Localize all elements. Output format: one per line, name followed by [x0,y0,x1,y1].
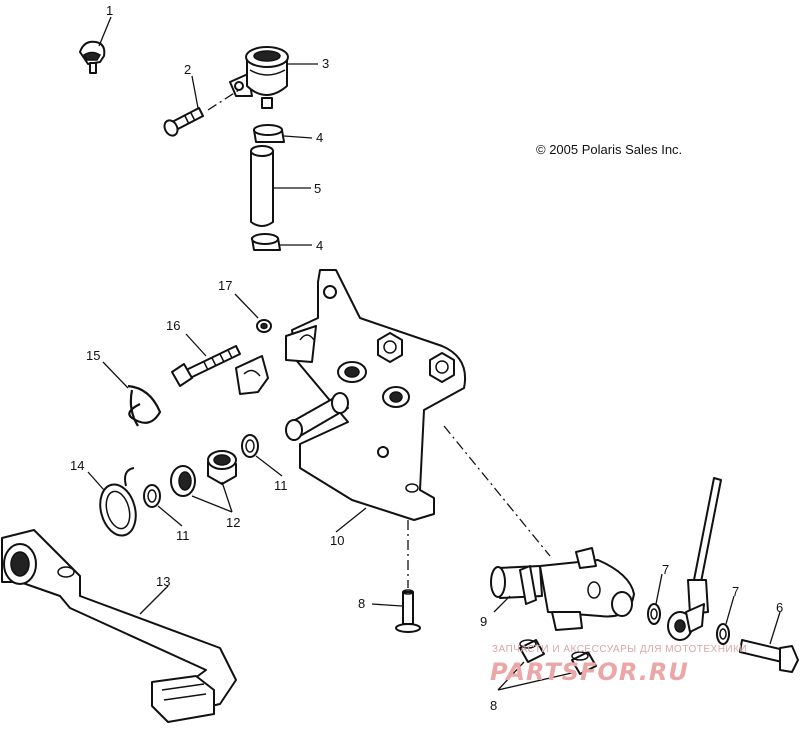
callout-2: 2 [184,62,191,77]
part-15-spring-clip [127,384,162,427]
part-9-master-cylinder [490,547,635,631]
part-8-pin-lower-right [571,651,597,675]
leader-lines [87,16,781,691]
part-12-bushing-outer [170,465,196,497]
callout-5: 5 [314,181,321,196]
callout-4-upper: 4 [316,130,323,145]
part-5-hose [250,145,274,227]
part-1-clip [79,40,106,74]
centerline-2-3 [207,87,243,111]
part-13-brake-pedal [1,529,237,723]
watermark-tagline: ЗАПЧАСТИ И АКСЕССУАРЫ ДЛЯ МОТОТЕХНИКИ [492,644,747,655]
callout-15: 15 [86,348,100,363]
copyright-notice: © 2005 Polaris Sales Inc. [536,142,682,157]
watermark: ЗАПЧАСТИ И АКСЕССУАРЫ ДЛЯ МОТОТЕХНИКИ PA… [490,644,747,686]
callout-14: 14 [70,458,84,473]
callout-4-lower: 4 [316,238,323,253]
part-8-pin-lower-left [519,639,545,663]
callout-12: 12 [226,515,240,530]
callout-labels: 1 2 3 4 5 4 17 16 15 14 11 12 11 10 13 8… [70,3,783,713]
callout-1: 1 [106,3,113,18]
callout-16: 16 [166,318,180,333]
callout-13: 13 [156,574,170,589]
callout-9: 9 [480,614,487,629]
callout-3: 3 [322,56,329,71]
callout-6: 6 [776,600,783,615]
part-3-reservoir [229,46,289,109]
callout-7-right: 7 [732,584,739,599]
watermark-brand: PARTSFOR.RU [490,658,689,686]
part-14-return-spring [99,467,137,537]
part-7-washer-right [716,623,730,645]
callout-17: 17 [218,278,232,293]
callout-11-left: 11 [176,528,190,543]
part-4-hose-clamp-upper [253,124,285,143]
part-11-washer-left [143,484,161,508]
part-17-washer [256,319,272,333]
brake-line-banjo [667,477,722,641]
part-4-hose-clamp-lower [251,233,281,251]
part-6-banjo-bolt [739,639,799,673]
centerline-bracket-cylinder [443,425,551,557]
part-16-bolt [171,345,241,387]
part-2-bolt [163,107,204,137]
callout-10: 10 [330,533,344,548]
part-8-pin-upper [395,589,421,633]
callout-8-lower: 8 [490,698,497,713]
part-10-bracket [235,269,466,521]
callout-8-upper: 8 [358,596,365,611]
part-7-washer-left [647,603,661,625]
callout-7-left: 7 [662,562,669,577]
callout-11-right: 11 [274,478,288,493]
part-12-bushing-inner [207,450,237,485]
part-11-washer-right [241,434,259,458]
